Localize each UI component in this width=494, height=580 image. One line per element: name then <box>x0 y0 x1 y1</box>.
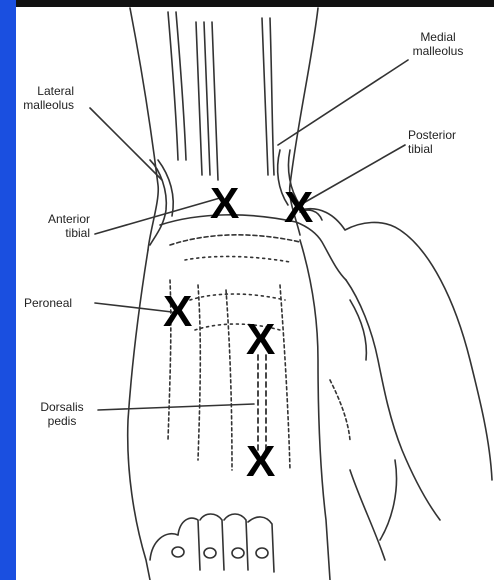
examiner-finger <box>380 460 397 540</box>
tendon-line <box>196 22 202 175</box>
leader-lateral-malleolus <box>90 108 162 180</box>
toe-outline <box>224 514 248 570</box>
pulse-marker-dorsalis-pedis-lower: X <box>246 440 275 484</box>
label-dorsalis-pedis: Dorsalis pedis <box>30 400 94 428</box>
pulse-marker-anterior-tibial: X <box>210 182 239 226</box>
lateral-malleolus-contour <box>150 160 166 245</box>
label-posterior-tibial: Posterior tibial <box>408 128 456 156</box>
tendon-line <box>212 22 218 180</box>
tendon-line <box>262 18 268 175</box>
tendon-line <box>168 12 178 160</box>
examiner-hand-outline <box>300 209 492 480</box>
tendon-line <box>270 18 274 175</box>
foot-outline-right <box>300 240 330 580</box>
toenail <box>204 548 216 558</box>
ankle-crease <box>170 235 300 245</box>
foot-outline-left <box>128 250 150 580</box>
toenail <box>232 548 244 558</box>
pulse-marker-dorsalis-pedis-upper: X <box>246 318 275 362</box>
leader-peroneal <box>95 303 172 312</box>
toe-outline <box>200 514 224 570</box>
pulse-marker-peroneal: X <box>163 290 192 334</box>
label-anterior-tibial: Anterior tibial <box>20 212 90 240</box>
label-medial-malleolus: Medial malleolus <box>408 30 468 58</box>
metatarsal-line <box>226 290 232 470</box>
leader-posterior-tibial <box>300 145 405 205</box>
leg-outline-left <box>130 8 158 250</box>
tarsal-stipple <box>190 294 285 300</box>
toe-outline <box>178 518 200 570</box>
toenail <box>256 548 268 558</box>
tarsal-stipple <box>185 256 290 262</box>
toe-outline <box>248 517 274 572</box>
leader-dorsalis-pedis <box>98 404 254 410</box>
label-lateral-malleolus: Lateral malleolus <box>10 84 74 112</box>
examiner-finger <box>330 380 350 440</box>
label-peroneal: Peroneal <box>24 296 72 310</box>
metatarsal-line <box>198 285 200 460</box>
examiner-finger <box>350 470 385 560</box>
pulse-marker-posterior-tibial: X <box>284 186 313 230</box>
leader-medial-malleolus <box>278 60 408 145</box>
toenail <box>172 547 184 557</box>
examiner-finger <box>350 300 366 360</box>
tendon-line <box>204 22 210 175</box>
metatarsal-line <box>280 285 290 470</box>
examiner-hand-outline <box>346 280 440 520</box>
